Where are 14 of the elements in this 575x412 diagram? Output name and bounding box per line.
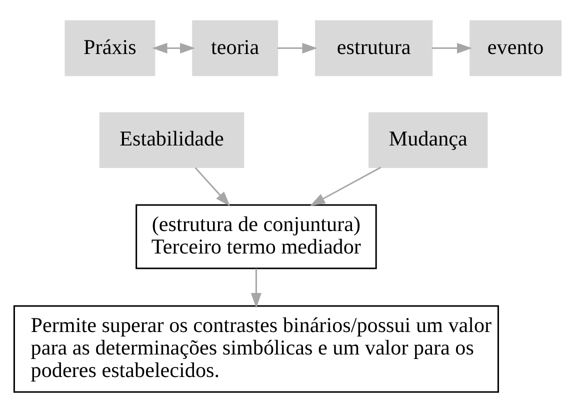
arrow xyxy=(152,42,196,53)
arrow xyxy=(277,42,318,53)
node-box: Práxis xyxy=(64,20,156,76)
node-box: evento xyxy=(470,20,562,76)
arrow xyxy=(250,268,262,308)
node-box: Estabilidade xyxy=(99,112,244,168)
arrow xyxy=(194,166,230,206)
node-box: Mudança xyxy=(368,112,488,168)
arrow xyxy=(310,166,382,206)
arrow xyxy=(432,42,472,53)
node-box: teoria xyxy=(192,20,278,76)
node-box: estrutura xyxy=(315,20,433,76)
node-box: (estrutura de conjuntura) Terceiro termo mediador xyxy=(136,204,377,269)
node-box: Permite superar os contrastes binários/possui um valor para as determinações simbólicas e um valor para os poderes estabelecidos. xyxy=(13,304,499,392)
